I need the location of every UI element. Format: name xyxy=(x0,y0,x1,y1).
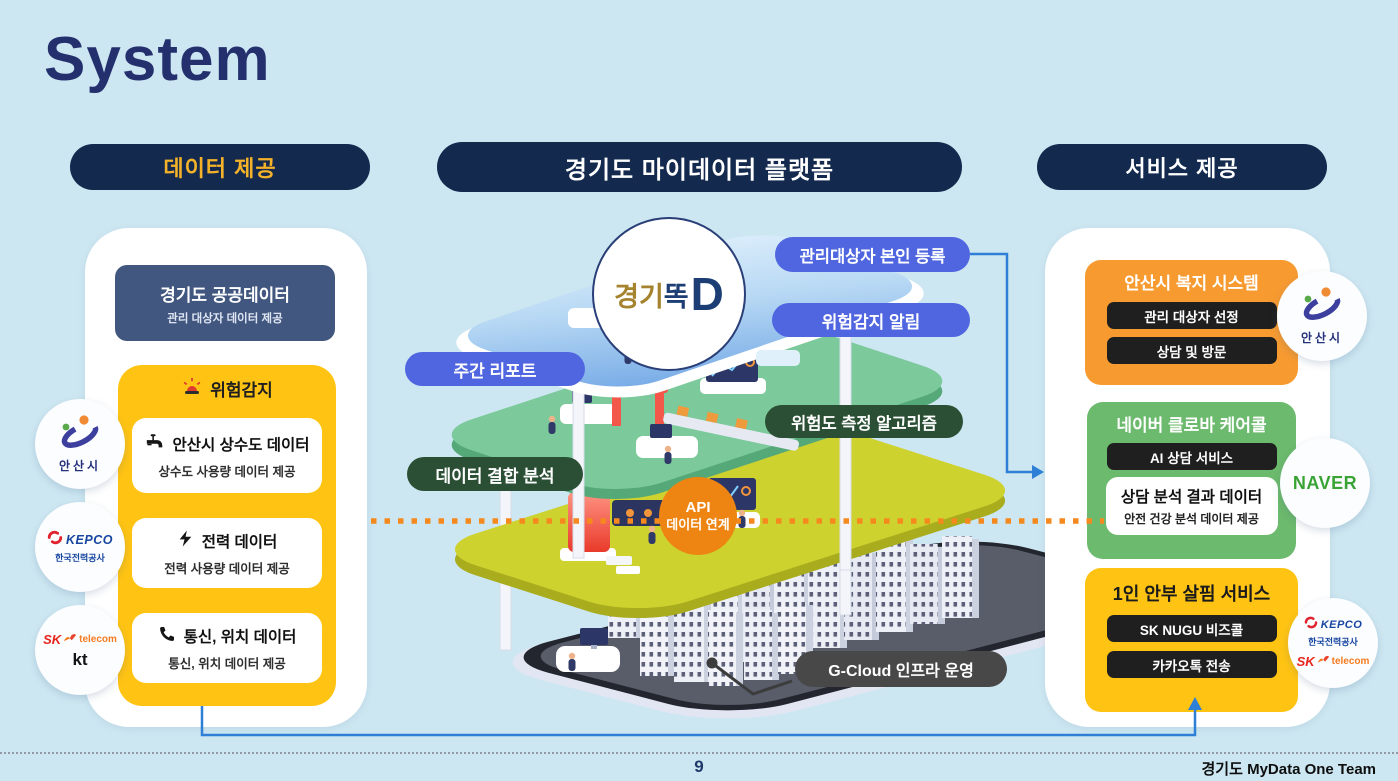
ansan-galaxy-icon xyxy=(53,414,107,456)
ansan-logo-label: 안산시 xyxy=(1300,330,1344,345)
carecall-title: 네이버 클로바 케어콜 xyxy=(1116,416,1267,435)
gcloud-infra-badge: G-Cloud 인프라 운영 xyxy=(795,651,1007,687)
infra-workstation xyxy=(556,628,620,672)
header-platform: 경기도 마이데이터 플랫폼 xyxy=(437,142,962,192)
header-platform-label: 경기도 마이데이터 플랫폼 xyxy=(564,156,835,184)
app-logo-letter-d: D xyxy=(690,268,724,320)
ansan-galaxy-icon xyxy=(1295,286,1349,328)
pill-data-join-analysis: 데이터 결합 분석 xyxy=(407,457,583,491)
naver-logo-label: NAVER xyxy=(1292,472,1358,493)
data-item-water-title: 안산시 상수도 데이터 xyxy=(172,436,310,454)
pill-danger-alert-label: 위험감지 알림 xyxy=(821,312,921,332)
carecall-pill-ai: AI 상담 서비스 xyxy=(1106,443,1277,470)
gyeonggi-ddok-d-app-logo: 경기 똑 D xyxy=(592,217,746,371)
carecall-detail-card: 상담 분석 결과 데이터 안전 건강 분석 데이터 제공 xyxy=(1105,477,1278,535)
faucet-icon xyxy=(145,432,165,456)
danger-detect-header: 위험감지 xyxy=(118,376,336,401)
safety-pill-nugu-label: SK NUGU 비즈콜 xyxy=(1139,622,1244,638)
data-item-telecom: 통신, 위치 데이터 통신, 위치 데이터 제공 xyxy=(132,613,322,683)
header-data-provision: 데이터 제공 xyxy=(70,144,370,190)
ansan-city-logo: 안산시 xyxy=(35,399,125,489)
safety-pill-nugu: SK NUGU 비즈콜 xyxy=(1106,615,1277,642)
app-logo-gold-text: 경기 xyxy=(614,281,664,312)
pill-data-join-analysis-label: 데이터 결합 분석 xyxy=(435,466,555,486)
header-service-provision: 서비스 제공 xyxy=(1037,144,1327,190)
kepco-logo: KEPCO 한국전력공사 xyxy=(35,502,125,592)
sk-telecom-label: telecom xyxy=(1331,655,1370,667)
data-item-telecom-subtitle: 통신, 위치 데이터 제공 xyxy=(168,656,286,671)
siren-icon xyxy=(181,377,203,401)
safety-pill-kakao-label: 카카오톡 전송 xyxy=(1152,658,1231,674)
pill-danger-alert: 위험감지 알림 xyxy=(772,303,970,337)
safety-check-title: 1인 안부 살핌 서비스 xyxy=(1112,584,1271,604)
welfare-system-title: 안산시 복지 시스템 xyxy=(1124,274,1259,293)
carecall-pill-ai-label: AI 상담 서비스 xyxy=(1149,450,1234,466)
welfare-system-card: 안산시 복지 시스템 관리 대상자 선정 상담 및 방문 xyxy=(1085,260,1298,385)
public-data-subtitle: 관리 대상자 데이터 제공 xyxy=(167,312,283,325)
safety-check-card: 1인 안부 살핌 서비스 SK NUGU 비즈콜 카카오톡 전송 xyxy=(1085,568,1298,712)
data-item-telecom-title: 통신, 위치 데이터 xyxy=(183,629,297,646)
api-label-line2: 데이터 연계 xyxy=(666,517,730,533)
carecall-detail-subtitle: 안전 건강 분석 데이터 제공 xyxy=(1124,512,1259,526)
page-number: 9 xyxy=(694,757,704,776)
kepco-logo-label: KEPCO xyxy=(66,533,113,547)
sk-telecom-label: telecom xyxy=(79,634,117,645)
sk-logo-label: SK xyxy=(43,632,62,647)
pill-self-register-label: 관리대상자 본인 등록 xyxy=(799,247,946,266)
pill-risk-algorithm-label: 위험도 측정 알고리즘 xyxy=(791,414,937,433)
ansan-logo-label: 안산시 xyxy=(58,458,102,473)
header-data-provision-label: 데이터 제공 xyxy=(163,156,277,181)
pill-weekly-report-label: 주간 리포트 xyxy=(453,361,537,381)
kt-logo-label: kt xyxy=(72,649,88,669)
bolt-icon xyxy=(177,529,194,553)
welfare-pill-visit: 상담 및 방문 xyxy=(1106,337,1277,364)
data-item-power: 전력 데이터 전력 사용량 데이터 제공 xyxy=(132,518,322,588)
data-item-water-subtitle: 상수도 사용량 데이터 제공 xyxy=(158,464,296,479)
public-data-card: 경기도 공공데이터 관리 대상자 데이터 제공 xyxy=(115,265,335,341)
phone-icon xyxy=(158,625,176,648)
footer-divider xyxy=(0,752,1398,754)
gcloud-infra-label: G-Cloud 인프라 운영 xyxy=(828,663,974,680)
danger-detect-label: 위험감지 xyxy=(210,381,273,400)
slide-title: System xyxy=(44,25,271,94)
naver-logo: NAVER xyxy=(1280,438,1370,528)
kepco-mark-icon xyxy=(1304,616,1318,634)
sk-kt-logo: SK telecom kt xyxy=(35,605,125,695)
header-service-provision-label: 서비스 제공 xyxy=(1125,156,1239,181)
data-item-water: 안산시 상수도 데이터 상수도 사용량 데이터 제공 xyxy=(132,418,322,493)
pill-risk-algorithm: 위험도 측정 알고리즘 xyxy=(765,405,963,438)
kepco-sk-logo: KEPCO 한국전력공사 SK telecom xyxy=(1288,598,1378,688)
carecall-card: 네이버 클로바 케어콜 AI 상담 서비스 상담 분석 결과 데이터 안전 건강… xyxy=(1087,402,1296,559)
api-label-line1: API xyxy=(685,498,711,516)
carecall-detail-title: 상담 분석 결과 데이터 xyxy=(1120,489,1263,506)
sk-logo-label: SK xyxy=(1296,653,1315,669)
welfare-pill-select-label: 관리 대상자 선정 xyxy=(1144,309,1239,325)
footer-credit: 경기도 MyData One Team xyxy=(1201,761,1377,778)
kepco-logo-sublabel: 한국전력공사 xyxy=(1308,637,1358,647)
welfare-pill-visit-label: 상담 및 방문 xyxy=(1156,344,1227,360)
data-item-power-subtitle: 전력 사용량 데이터 제공 xyxy=(164,562,290,576)
public-data-title: 경기도 공공데이터 xyxy=(160,285,290,305)
sk-butterfly-icon xyxy=(1317,652,1330,670)
sk-butterfly-icon xyxy=(63,631,77,649)
api-link-badge: API 데이터 연계 xyxy=(659,477,737,555)
ansan-city-logo-right: 안산시 xyxy=(1277,271,1367,361)
kepco-logo-label: KEPCO xyxy=(1320,619,1363,631)
kepco-mark-icon xyxy=(47,530,63,550)
app-logo-navy-text: 똑 xyxy=(663,281,689,312)
data-item-power-title: 전력 데이터 xyxy=(201,534,278,551)
kepco-logo-sublabel: 한국전력공사 xyxy=(55,553,105,563)
pill-self-register: 관리대상자 본인 등록 xyxy=(775,237,970,272)
welfare-pill-select: 관리 대상자 선정 xyxy=(1106,302,1277,329)
pill-weekly-report: 주간 리포트 xyxy=(405,352,585,386)
safety-pill-kakao: 카카오톡 전송 xyxy=(1106,651,1277,678)
